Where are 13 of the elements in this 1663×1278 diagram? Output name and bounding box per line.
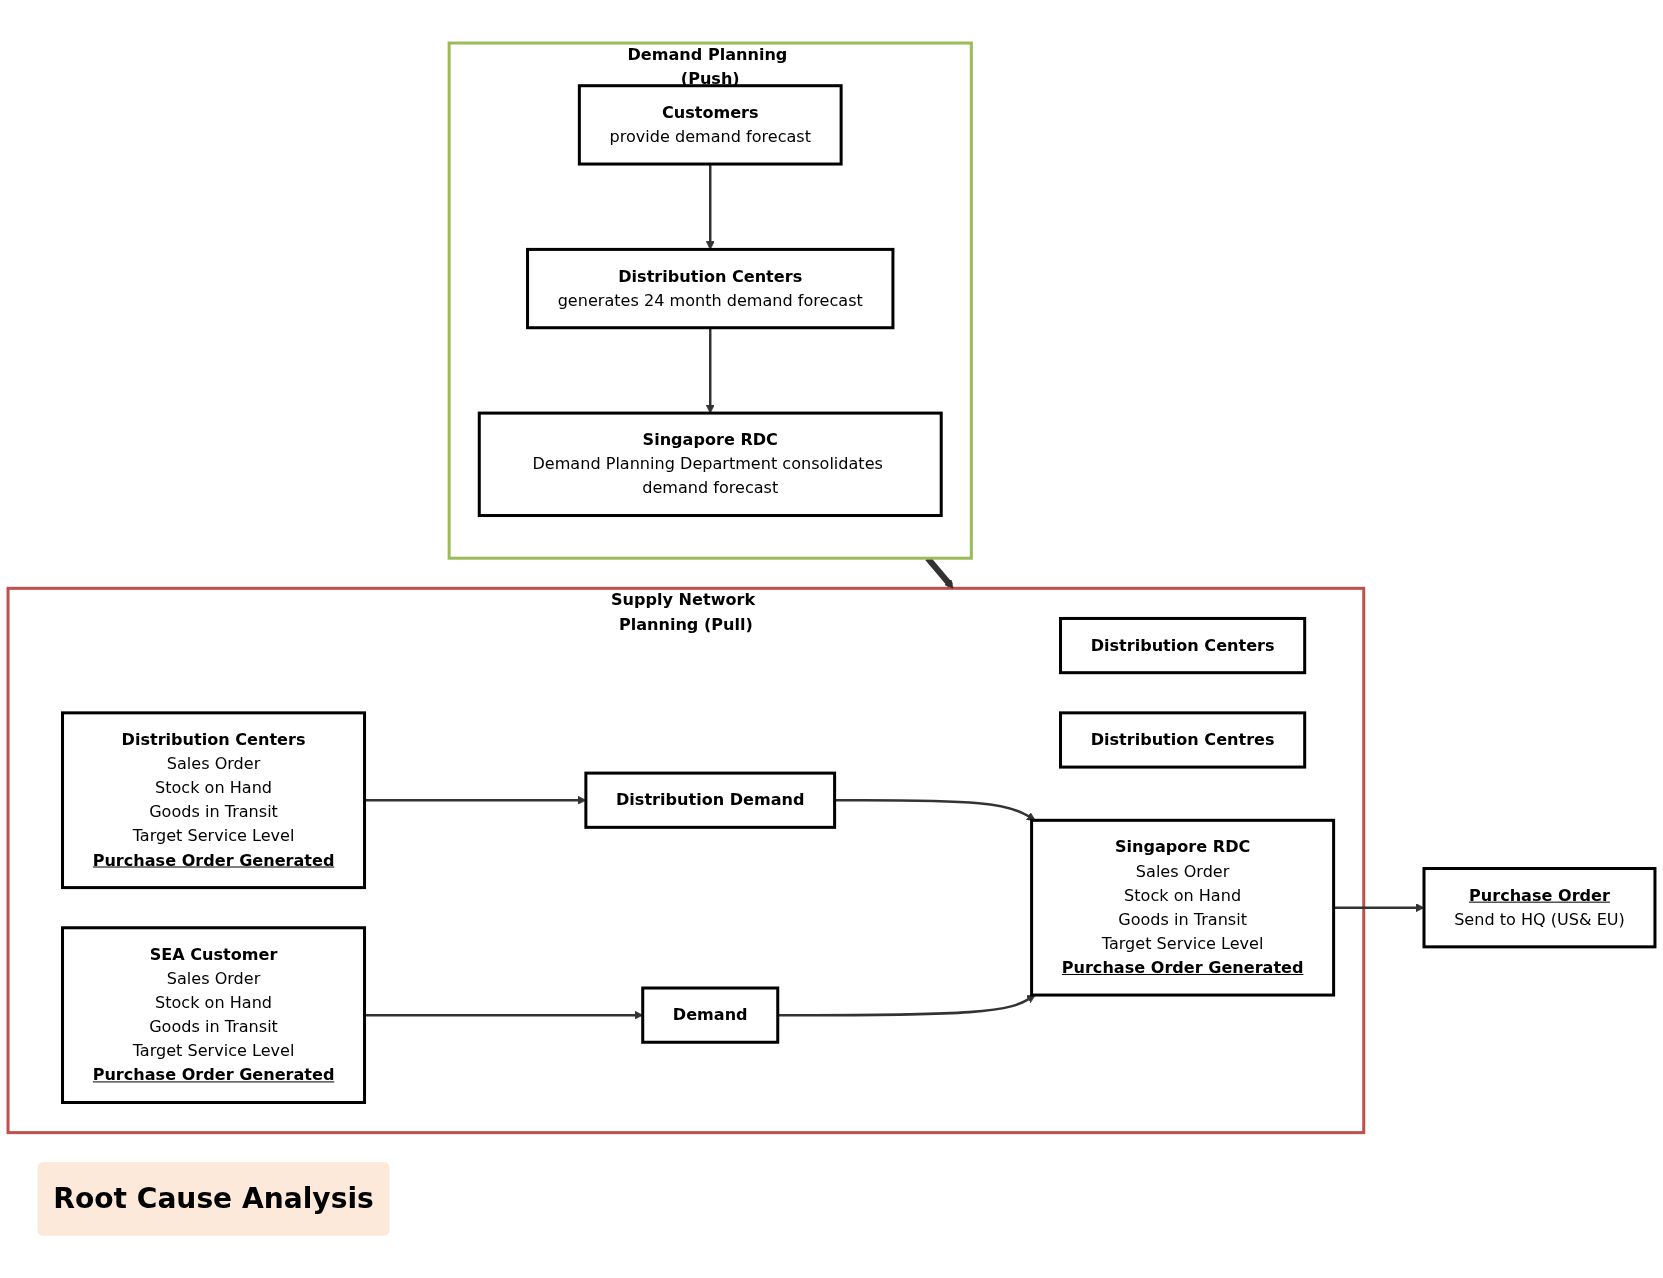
node-box: Singapore RDC Sales Order Stock on Hand Goods in Transit Target Service Level Purchase Order Generated bbox=[1030, 818, 1336, 997]
node-box: Purchase Order Send to HQ (US& EU) bbox=[1422, 866, 1657, 949]
node-box: Customers provide demand forecast bbox=[577, 84, 843, 166]
node-box: Singapore RDC Demand Planning Department consolidates demand forecast bbox=[477, 411, 943, 517]
node-box: Distribution Centers Sales Order Stock on Hand Goods in Transit Target Service Level Purchase Order Generated bbox=[61, 711, 367, 890]
node-box: Demand bbox=[641, 986, 780, 1044]
node-box: Distribution Centres bbox=[1059, 711, 1307, 769]
arrow bbox=[705, 164, 715, 250]
node-box: Distribution Centers bbox=[1059, 616, 1307, 675]
node-box: Distribution Centers generates 24 month demand forecast bbox=[526, 247, 895, 330]
node-box: SEA Customer Sales Order Stock on Hand Goods in Transit Target Service Level Purchase Order Generated bbox=[61, 926, 367, 1104]
node-box: Distribution Demand bbox=[584, 771, 837, 829]
arrow bbox=[705, 327, 715, 414]
